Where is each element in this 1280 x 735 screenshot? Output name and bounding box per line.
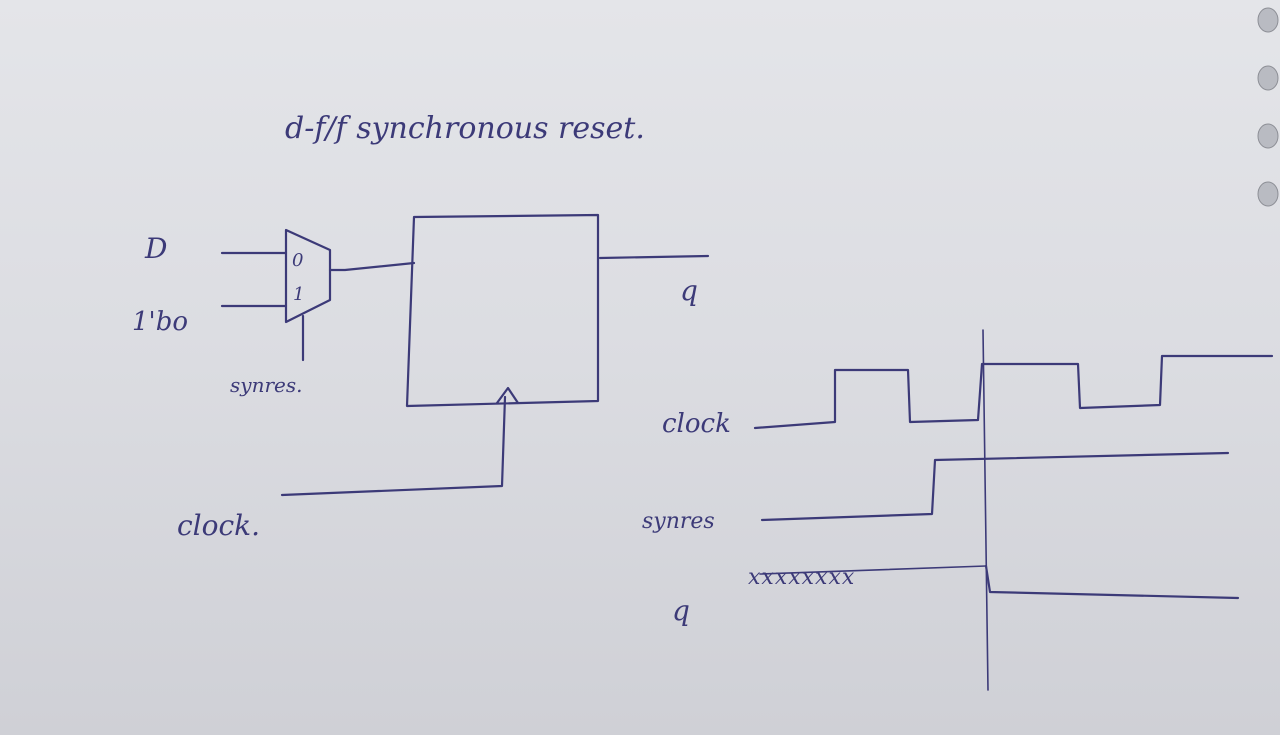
wave-clock — [753, 354, 1274, 430]
wave-synres — [760, 451, 1230, 522]
edge-reference-line — [982, 329, 989, 691]
diagram-title: d-f/f synchronous reset. — [285, 111, 645, 146]
wave-synres-label: synres — [642, 509, 715, 534]
input-const-label: 1'bo — [132, 307, 188, 337]
wave-clock-label: clock — [662, 409, 731, 439]
timing-diagram: clock synres q xxxxxxxx — [642, 329, 1274, 691]
wave-q-unknown-line — [759, 565, 987, 575]
wave-q-unknown: xxxxxxxx — [748, 565, 855, 590]
mux-select-label: synres. — [230, 373, 302, 397]
wire-q — [598, 254, 710, 260]
clock-edge-marker — [495, 386, 520, 405]
output-q-label: q — [680, 274, 698, 307]
input-d-label: D — [144, 232, 167, 265]
wire-clock — [280, 395, 507, 497]
wave-q-label: q — [672, 594, 690, 627]
circuit-diagram: D 1'bo 0 1 synres. clock. q — [132, 213, 710, 542]
mux-block — [284, 228, 332, 324]
flip-flop-block — [405, 213, 600, 408]
mux-input-0: 0 — [292, 250, 303, 271]
wave-q — [984, 564, 1240, 600]
wire-mux-out — [328, 261, 416, 272]
mux-input-1: 1 — [293, 284, 304, 305]
clock-input-label: clock. — [177, 509, 260, 542]
spiral-binding — [1257, 7, 1279, 207]
